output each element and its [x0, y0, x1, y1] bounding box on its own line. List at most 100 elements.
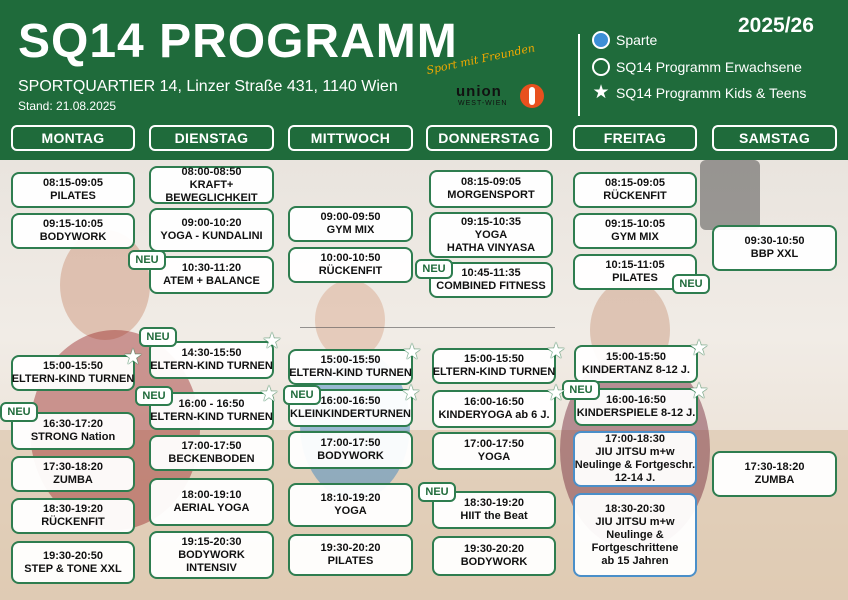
class-name: KINDERTANZ 8-12 J.: [582, 364, 690, 376]
class-card-freitag[interactable]: 08:15-09:05 RÜCKENFIT: [573, 172, 697, 208]
class-card-samstag[interactable]: 17:30-18:20 ZUMBA: [712, 451, 837, 497]
new-badge: NEU: [283, 385, 321, 405]
class-time: 08:15-09:05: [605, 177, 665, 189]
class-card-dienstag[interactable]: 19:15-20:30 BODYWORK INTENSIV: [149, 531, 274, 579]
class-name: BODYWORK: [317, 450, 384, 462]
logo-name: union: [456, 83, 502, 100]
class-time: 19:30-20:50: [43, 549, 103, 562]
class-card-montag[interactable]: 19:30-20:50 STEP & TONE XXL: [11, 541, 135, 584]
class-card-dienstag[interactable]: 09:00-10:20 YOGA - KUNDALINI: [149, 208, 274, 252]
class-time: 19:30-20:20: [464, 543, 524, 555]
class-name: PILATES: [612, 272, 658, 284]
class-time: 18:00-19:10: [181, 489, 242, 501]
class-name: AERIAL YOGA: [173, 502, 250, 514]
class-name: KLEINKINDERTURNEN: [290, 408, 411, 420]
class-name: BBP XXL: [750, 248, 799, 260]
class-card-samstag[interactable]: 09:30-10:50 BBP XXL: [712, 225, 837, 271]
class-time: 09:00-10:20: [181, 217, 242, 229]
class-card-donnerstag[interactable]: 10:45-11:35 COMBINED FITNESS: [429, 262, 553, 298]
class-card-donnerstag[interactable]: 15:00-15:50 ELTERN-KIND TURNEN: [432, 348, 556, 384]
star-icon: ★: [259, 381, 279, 406]
class-time: 16:00-16:50: [606, 394, 666, 406]
class-time: 09:15-10:35: [461, 215, 521, 228]
class-time: 18:30-20:30: [605, 502, 665, 515]
class-card-montag[interactable]: 15:00-15:50 ELTERN-KIND TURNEN: [11, 355, 135, 391]
class-time: 10:30-11:20: [181, 262, 242, 274]
class-name: BODYWORK: [178, 548, 245, 561]
new-badge: NEU: [672, 274, 710, 294]
class-name-line2: Neulinge &: [606, 528, 664, 541]
star-icon: ★: [123, 344, 143, 369]
class-name: GYM MIX: [326, 224, 375, 236]
class-name: YOGA: [474, 228, 508, 241]
class-card-dienstag[interactable]: 18:00-19:10 AERIAL YOGA: [149, 478, 274, 526]
class-card-donnerstag[interactable]: 08:15-09:05 MORGENSPORT: [429, 170, 553, 208]
photo-person: [315, 280, 385, 360]
class-name: KINDERSPIELE 8-12 J.: [576, 407, 696, 419]
legend-item-erwachsene: SQ14 Programm Erwachsene: [592, 58, 802, 76]
class-card-dienstag[interactable]: 17:00-17:50 BECKENBODEN: [149, 435, 274, 471]
legend-item-kids: ★ SQ14 Programm Kids & Teens: [592, 83, 806, 102]
class-name: PILATES: [50, 190, 96, 202]
class-name: YOGA: [477, 451, 511, 463]
star-icon: ★: [689, 335, 709, 360]
class-card-donnerstag[interactable]: 19:30-20:20 BODYWORK: [432, 536, 556, 576]
day-header-dienstag: DIENSTAG: [149, 125, 274, 151]
class-time: 19:15-20:30: [181, 535, 242, 548]
class-time: 17:00-17:50: [320, 437, 381, 449]
blue-dot-icon: [592, 31, 610, 49]
new-badge: NEU: [128, 250, 166, 270]
day-header-donnerstag: DONNERSTAG: [426, 125, 552, 151]
class-card-dienstag[interactable]: 16:00 - 16:50 ELTERN-KIND TURNEN: [149, 392, 274, 430]
day-header-mittwoch: MITTWOCH: [288, 125, 413, 151]
class-time: 17:00-17:50: [181, 440, 242, 452]
class-card-freitag[interactable]: 10:15-11:05 PILATES: [573, 254, 697, 290]
class-name: ZUMBA: [754, 474, 795, 486]
class-time: 17:30-18:20: [43, 461, 103, 473]
class-name: COMBINED FITNESS: [436, 280, 546, 292]
class-card-donnerstag[interactable]: 17:00-17:50 YOGA: [432, 432, 556, 470]
class-card-mittwoch[interactable]: 09:00-09:50 GYM MIX: [288, 206, 413, 242]
class-time: 14:30-15:50: [181, 347, 242, 359]
class-card-mittwoch[interactable]: 15:00-15:50 ELTERN-KIND TURNEN: [288, 349, 413, 385]
class-card-mittwoch[interactable]: 16:00-16:50 KLEINKINDERTURNEN: [288, 389, 413, 427]
class-name: HIIT the Beat: [460, 510, 528, 522]
class-card-dienstag[interactable]: 14:30-15:50 ELTERN-KIND TURNEN: [149, 341, 274, 379]
class-name: ELTERN-KIND TURNEN: [150, 411, 273, 423]
class-time: 08:15-09:05: [461, 176, 521, 188]
season-year: 2025/26: [738, 14, 814, 37]
class-card-freitag[interactable]: 16:00-16:50 KINDERSPIELE 8-12 J.: [574, 388, 698, 426]
class-time: 19:30-20:20: [320, 542, 381, 554]
legend-label: SQ14 Programm Erwachsene: [616, 59, 802, 75]
class-time: 15:00-15:50: [606, 351, 666, 363]
class-card-dienstag[interactable]: 08:00-08:50 KRAFT+ BEWEGLICHKEIT: [149, 166, 274, 204]
class-time: 09:00-09:50: [320, 211, 381, 223]
class-card-mittwoch[interactable]: 17:00-17:50 BODYWORK: [288, 431, 413, 469]
class-card-freitag-sparte[interactable]: 17:00-18:30 JIU JITSU m+w Neulinge & For…: [573, 431, 697, 487]
class-card-mittwoch[interactable]: 18:10-19:20 YOGA: [288, 483, 413, 527]
class-time: 10:45-11:35: [461, 267, 521, 279]
class-card-donnerstag[interactable]: 09:15-10:35 YOGA HATHA VINYASA: [429, 212, 553, 258]
class-name: BECKENBODEN: [168, 453, 255, 465]
class-card-mittwoch[interactable]: 19:30-20:20 PILATES: [288, 534, 413, 576]
class-card-donnerstag[interactable]: 16:00-16:50 KINDERYOGA ab 6 J.: [432, 390, 556, 428]
class-time: 15:00-15:50: [43, 360, 103, 372]
class-card-freitag[interactable]: 15:00-15:50 KINDERTANZ 8-12 J.: [574, 345, 698, 383]
class-name: ELTERN-KIND TURNEN: [432, 366, 556, 378]
class-card-freitag-sparte[interactable]: 18:30-20:30 JIU JITSU m+w Neulinge & For…: [573, 493, 697, 577]
class-name: ELTERN-KIND TURNEN: [289, 367, 412, 379]
class-name-line3: Fortgeschrittene: [591, 541, 679, 554]
class-card-montag[interactable]: 08:15-09:05 PILATES: [11, 172, 135, 208]
class-name: RÜCKENFIT: [318, 265, 383, 277]
class-card-mittwoch[interactable]: 10:00-10:50 RÜCKENFIT: [288, 247, 413, 283]
class-card-montag[interactable]: 09:15-10:05 BODYWORK: [11, 213, 135, 249]
class-name-line3: 12-14 J.: [614, 472, 656, 484]
class-card-montag[interactable]: 18:30-19:20 RÜCKENFIT: [11, 498, 135, 534]
class-card-freitag[interactable]: 09:15-10:05 GYM MIX: [573, 213, 697, 249]
class-card-montag[interactable]: 17:30-18:20 ZUMBA: [11, 456, 135, 492]
class-name: BODYWORK: [39, 231, 107, 243]
class-card-dienstag[interactable]: 10:30-11:20 ATEM + BALANCE: [149, 256, 274, 294]
class-name-line2: BEWEGLICHKEIT: [165, 191, 258, 204]
class-time: 18:30-19:20: [43, 503, 103, 515]
new-badge: NEU: [135, 386, 173, 406]
